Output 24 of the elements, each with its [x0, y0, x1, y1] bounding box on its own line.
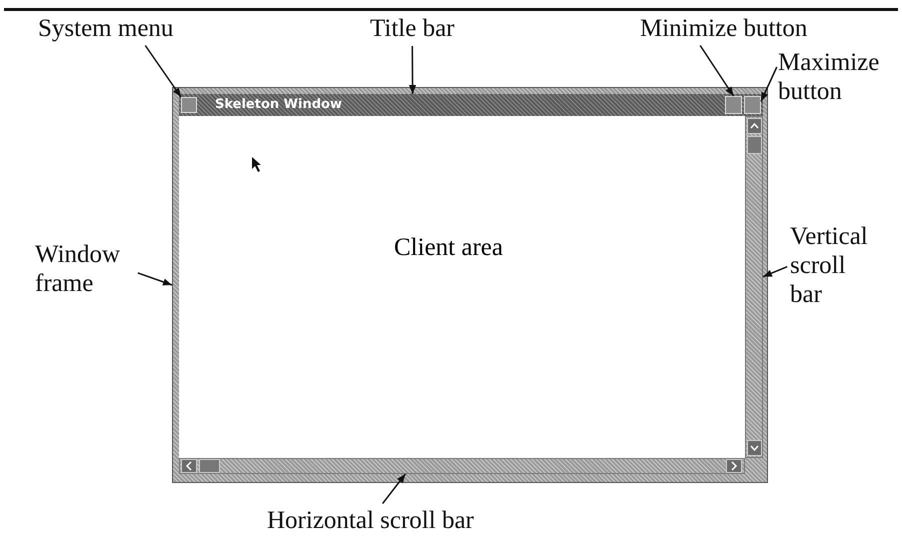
leader-arrow — [760, 66, 778, 102]
leader-arrow — [700, 45, 734, 96]
horizontal-scroll-bar — [179, 458, 745, 474]
callout-label: Vertical scroll bar — [790, 222, 870, 309]
title-bar-button — [181, 97, 197, 113]
leader-arrow — [138, 272, 172, 286]
title-bar — [179, 94, 763, 116]
client-area-panel — [179, 116, 745, 458]
window-title: Skeleton Window — [215, 97, 342, 112]
callout-label: Minimize button — [640, 14, 808, 43]
leader-arrow — [144, 45, 182, 98]
callout-label: System menu — [38, 14, 174, 43]
vertical-scroll-bar — [745, 116, 763, 458]
callout-label: Maximize button — [778, 48, 888, 106]
callout-label: Title bar — [370, 14, 454, 43]
window-frame — [172, 87, 768, 483]
callout-label: Horizontal scroll bar — [267, 506, 474, 535]
leader-arrow — [408, 46, 416, 94]
title-bar-button — [744, 96, 761, 114]
leader-arrow — [382, 474, 406, 504]
client-area-label: Client area — [394, 234, 503, 262]
leader-arrow — [762, 266, 788, 278]
title-bar-button — [725, 96, 742, 114]
callout-label: Window frame — [35, 240, 135, 298]
